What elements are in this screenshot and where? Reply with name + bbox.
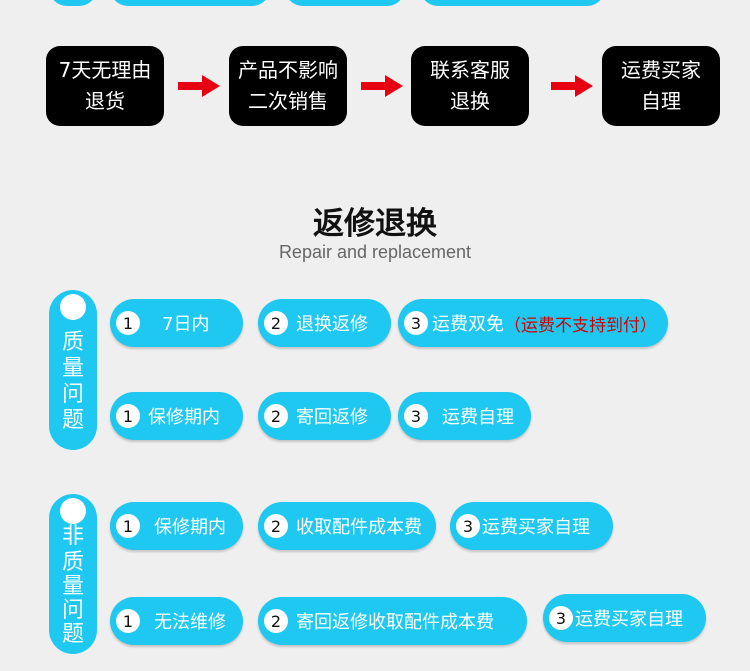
quality-row1-pill-3: 3 运费双免 （运费不支持到付） [398,299,668,347]
process-step-3: 联系客服 退换 [411,46,529,126]
nonquality-label-char: 非 [61,524,84,549]
quality-row1-pill-1: 1 7日内 [110,299,243,347]
nonquality-row2-pill-2: 2 寄回返修收取配件成本费 [258,597,527,645]
process-step-1-line1: 7天无理由 [58,58,152,82]
pill-text: 寄回返修 [296,407,368,428]
pill-text: 保修期内 [154,517,226,538]
top-pill-fragment-2 [285,0,405,6]
pill-text: 退换返修 [296,314,368,335]
nonquality-label-char: 量 [61,574,84,599]
step-number: 3 [549,606,573,630]
top-bar-fragment [49,0,97,6]
quality-label-char: 质 [61,330,84,355]
pill-text: 运费自理 [442,407,514,428]
arrow-right-icon [361,75,403,97]
quality-row2-pill-1: 1 保修期内 [110,392,243,440]
pill-text: 运费买家自理 [482,517,590,538]
quality-label-char: 题 [61,408,84,433]
section-title: 返修退换 [313,206,437,242]
process-step-3-line1: 联系客服 [430,58,510,82]
quality-label-char: 问 [61,382,84,407]
step-number: 1 [116,404,140,428]
process-step-1-line2: 退货 [85,89,125,113]
step-number: 2 [264,514,288,538]
pill-text: 运费买家自理 [575,609,683,630]
quality-label-char: 量 [61,356,84,381]
top-pill-fragment-1 [110,0,270,6]
nonquality-row1-pill-1: 1 保修期内 [110,502,243,550]
top-pill-fragment-3 [420,0,605,6]
process-step-1: 7天无理由 退货 [46,46,164,126]
quality-row2-pill-2: 2 寄回返修 [258,392,391,440]
nonquality-row2-pill-1: 1 无法维修 [110,597,243,645]
step-number: 1 [116,514,140,538]
step-number: 2 [264,609,288,633]
quality-row1-pill-2: 2 退换返修 [258,299,391,347]
step-number: 1 [116,311,140,335]
circle-icon [60,498,86,524]
quality-row2-pill-3: 3 运费自理 [398,392,531,440]
pill-text: 收取配件成本费 [296,517,422,538]
nonquality-row1-pill-2: 2 收取配件成本费 [258,502,436,550]
nonquality-label-char: 问 [61,598,84,623]
pill-text: 运费双免 [432,314,504,335]
process-step-4-line2: 自理 [641,89,681,113]
process-step-4-line1: 运费买家 [621,58,701,82]
process-step-2-line1: 产品不影响 [238,58,338,82]
arrow-right-icon [551,75,593,97]
process-step-4: 运费买家 自理 [602,46,720,126]
pill-text: 保修期内 [148,407,220,428]
process-step-2-line2: 二次销售 [248,89,328,113]
step-number: 3 [456,514,480,538]
circle-icon [60,294,86,320]
shipping-note: （运费不支持到付） [504,315,657,336]
step-number: 2 [264,404,288,428]
pill-text: 7日内 [162,314,210,335]
nonquality-label-char: 题 [61,622,84,647]
process-step-2: 产品不影响 二次销售 [229,46,347,126]
process-step-3-line2: 退换 [450,89,490,113]
quality-issue-label: 质 量 问 题 [49,290,97,450]
pill-text: 寄回返修收取配件成本费 [296,612,494,633]
nonquality-row2-pill-3: 3 运费买家自理 [543,594,706,642]
non-quality-issue-label: 非 质 量 问 题 [49,494,97,654]
step-number: 1 [116,609,140,633]
nonquality-label-char: 质 [61,550,84,575]
step-number: 2 [264,311,288,335]
step-number: 3 [404,404,428,428]
step-number: 3 [404,311,428,335]
nonquality-row1-pill-3: 3 运费买家自理 [450,502,613,550]
section-subtitle: Repair and replacement [278,242,472,262]
arrow-right-icon [178,75,220,97]
pill-text: 无法维修 [154,612,226,633]
